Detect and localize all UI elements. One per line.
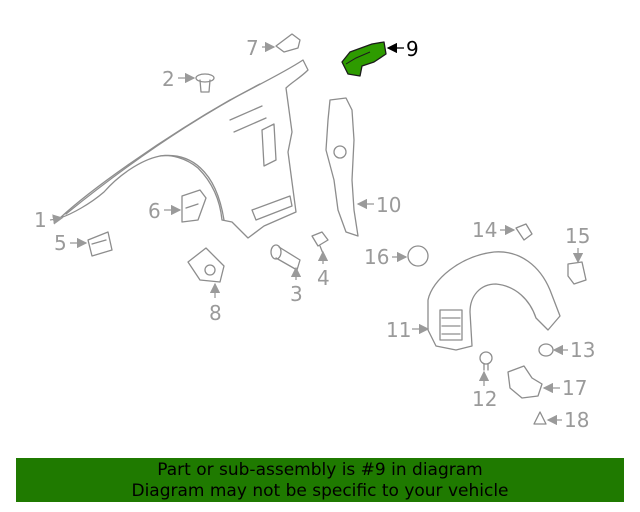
- part-14-clip: [515, 223, 533, 241]
- part-18-clip: [533, 411, 547, 425]
- part-17-deflector: [507, 365, 543, 399]
- callout-1: 1: [34, 208, 47, 232]
- callout-3: 3: [290, 282, 303, 306]
- callout-9: 9: [406, 37, 419, 61]
- callout-5: 5: [54, 231, 67, 255]
- part-5-bracket: [87, 231, 113, 257]
- callout-10: 10: [376, 193, 401, 217]
- leader-lines: [49, 41, 584, 426]
- part-1-fender: [59, 59, 309, 239]
- part-13-plug: [538, 343, 554, 357]
- callout-14: 14: [472, 218, 497, 242]
- callout-16: 16: [364, 245, 389, 269]
- part-3-bolt: [270, 244, 301, 271]
- callout-18: 18: [564, 408, 589, 432]
- part-4-bolt: [311, 231, 329, 257]
- callout-6: 6: [148, 199, 161, 223]
- part-9-insulator: [341, 41, 387, 77]
- callout-11: 11: [386, 318, 411, 342]
- callout-labels: 1 2 3 4 5 6 7 8 9 10 11 12 13 14 15 16 1…: [34, 36, 595, 432]
- part-11-fender-liner: [427, 251, 561, 351]
- part-6-bracket: [181, 189, 207, 223]
- callout-7: 7: [246, 36, 259, 60]
- part-12-clip: [479, 351, 493, 371]
- callout-13: 13: [570, 338, 595, 362]
- callout-17: 17: [562, 376, 587, 400]
- part-2-clip: [195, 73, 215, 93]
- callout-8: 8: [209, 301, 222, 325]
- callout-4: 4: [317, 266, 330, 290]
- part-15-block: [567, 261, 587, 285]
- part-10-seal-panel: [325, 97, 359, 237]
- part-16-cap: [407, 245, 429, 267]
- part-7-clip: [275, 33, 301, 53]
- banner-line-1: Part or sub-assembly is #9 in diagram: [157, 460, 483, 480]
- banner-line-2: Diagram may not be specific to your vehi…: [131, 481, 509, 501]
- part-8-bracket: [187, 247, 225, 283]
- vehicle-fit-banner: Part or sub-assembly is #9 in diagram Di…: [16, 458, 624, 502]
- callout-2: 2: [162, 67, 175, 91]
- callout-12: 12: [472, 387, 497, 411]
- callout-15: 15: [565, 224, 590, 248]
